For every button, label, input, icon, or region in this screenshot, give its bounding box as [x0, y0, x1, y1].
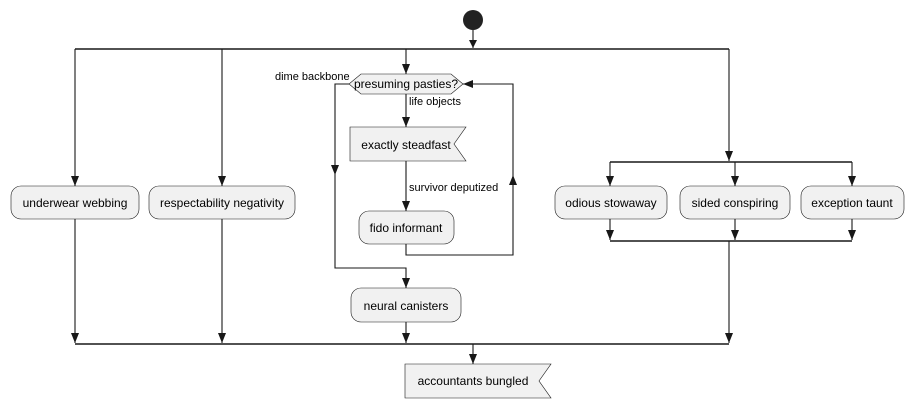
arrow-head	[469, 354, 477, 364]
edge-loop-back	[405, 83, 514, 256]
activity-label: respectability negativity	[160, 196, 284, 210]
edge-label-life-objects: life objects	[409, 96, 461, 108]
arrow-head	[848, 176, 856, 186]
arrow-head	[402, 333, 410, 343]
arrow-head	[402, 64, 410, 74]
activity-accountants-bungled: accountants bungled	[404, 363, 552, 399]
arrow-head	[402, 201, 410, 211]
arrow-head	[402, 117, 410, 127]
arrow-head	[331, 165, 339, 175]
activity-label: exactly steadfast	[361, 138, 451, 152]
arrow-head	[725, 333, 733, 343]
arrow-head	[731, 230, 739, 240]
activity-sided-conspiring: sided conspiring	[679, 185, 791, 220]
activity-exactly-steadfast: exactly steadfast	[349, 126, 467, 162]
activity-label: accountants bungled	[418, 374, 529, 388]
activity-exception-taunt: exception taunt	[800, 185, 905, 220]
arrow-head	[71, 333, 79, 343]
arrow-head	[606, 176, 614, 186]
arrow-head	[463, 80, 473, 88]
activity-label: sided conspiring	[692, 196, 779, 210]
decision-exit-label: dime backbone	[275, 71, 350, 83]
decision-presuming-pasties: presuming pasties?	[348, 73, 464, 95]
activity-respectability-negativity: respectability negativity	[148, 185, 296, 220]
activity-label: underwear webbing	[23, 196, 128, 210]
edge-label-survivor-deputized: survivor deputized	[409, 182, 498, 194]
arrow-head	[725, 151, 733, 161]
arrow-head	[469, 40, 477, 48]
arrow-head	[731, 176, 739, 186]
activity-label: odious stowaway	[565, 196, 656, 210]
activity-label: neural canisters	[364, 299, 449, 313]
activity-label: fido informant	[370, 221, 443, 235]
activity-underwear-webbing: underwear webbing	[10, 185, 140, 220]
edge-decision-exit	[334, 83, 407, 288]
activity-odious-stowaway: odious stowaway	[554, 185, 668, 220]
arrow-head	[606, 230, 614, 240]
activity-label: exception taunt	[811, 196, 893, 210]
arrow-head	[848, 230, 856, 240]
arrow-head	[71, 176, 79, 186]
arrow-head	[402, 278, 410, 288]
activity-neural-canisters: neural canisters	[350, 287, 462, 323]
arrow-head	[218, 333, 226, 343]
arrow-head	[218, 176, 226, 186]
activity-fido-informant: fido informant	[358, 210, 455, 245]
decision-label: presuming pasties?	[354, 77, 458, 91]
start-node	[463, 10, 483, 30]
arrow-head	[509, 175, 517, 185]
